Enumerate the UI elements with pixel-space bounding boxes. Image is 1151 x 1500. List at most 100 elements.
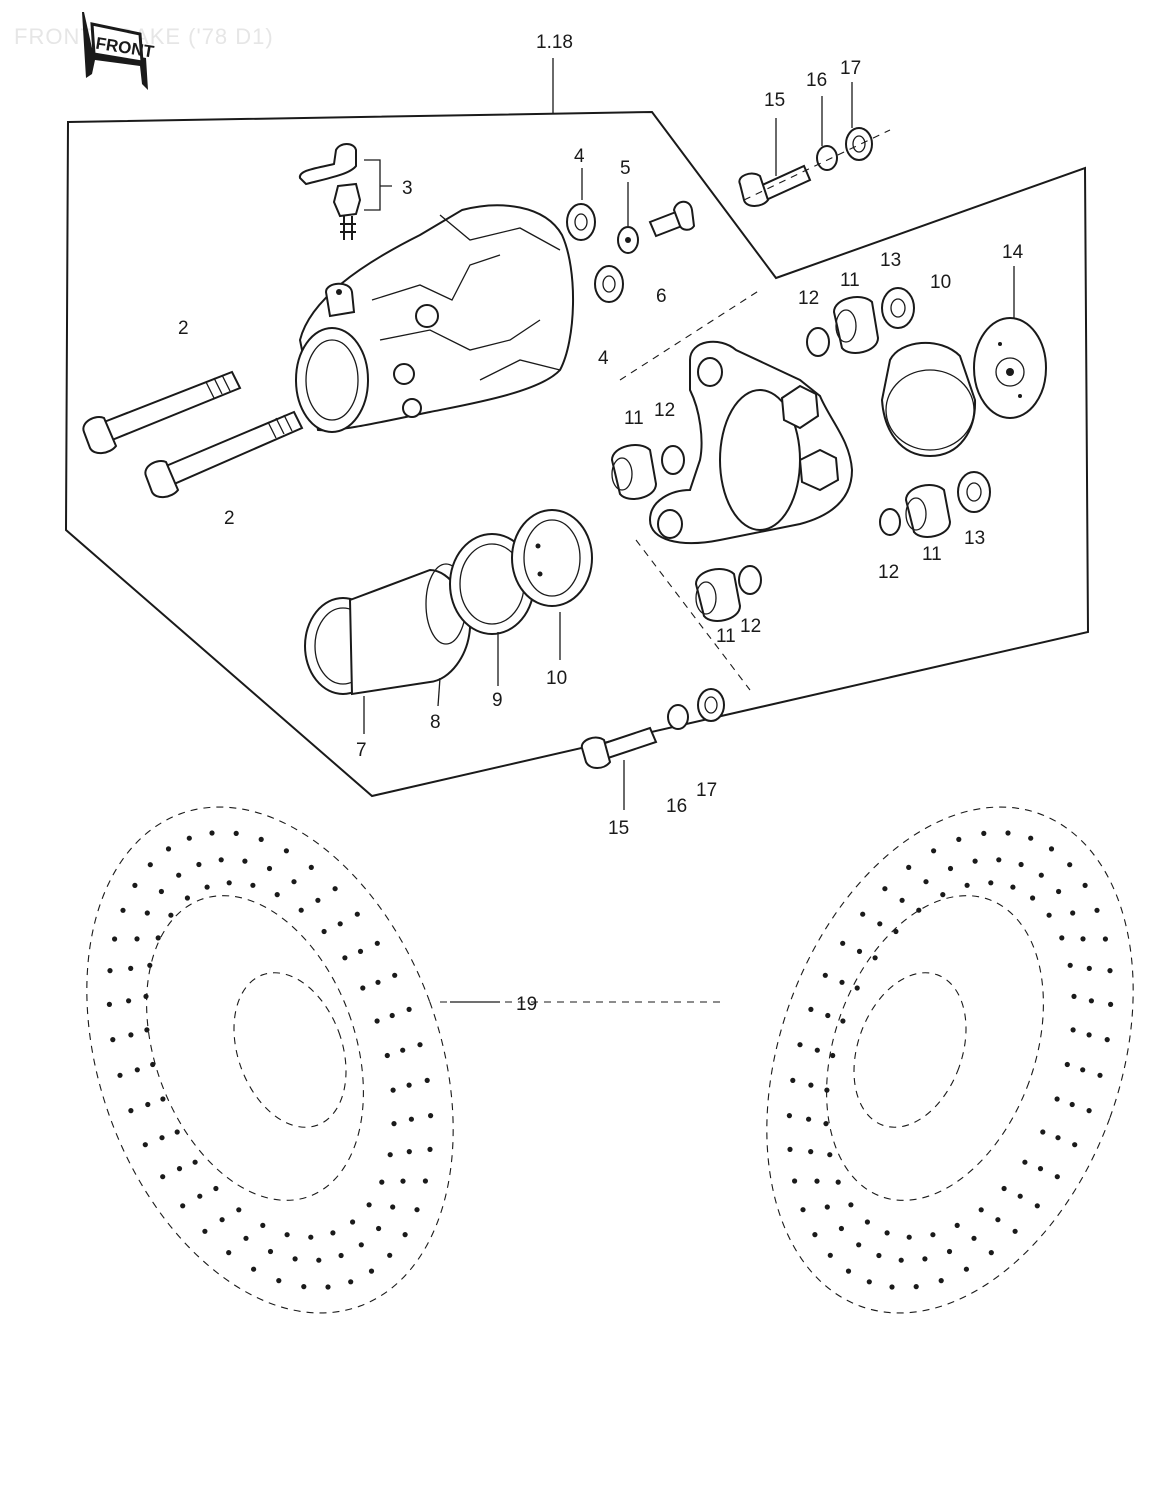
drilled-hole (176, 872, 182, 878)
caliper-body (295, 204, 574, 433)
drilled-hole (1102, 936, 1108, 942)
front-direction-flag-icon: FRONT (82, 12, 156, 90)
drilled-hole (402, 1232, 408, 1238)
callout-15-upper: 15 (764, 90, 785, 111)
drilled-hole (406, 1149, 412, 1155)
drilled-hole (1012, 1228, 1018, 1234)
drilled-hole (196, 861, 202, 868)
callout-12-right: 12 (878, 562, 899, 583)
drilled-hole (165, 846, 172, 852)
drilled-hole (144, 910, 150, 916)
drilled-hole (126, 998, 132, 1004)
drilled-hole (916, 907, 922, 913)
callout-11-left: 11 (624, 408, 644, 429)
drilled-hole (390, 1087, 396, 1093)
callout-3: 3 (402, 178, 413, 199)
drilled-hole (348, 1279, 354, 1285)
callout-1-18: 1.18 (536, 32, 573, 53)
drilled-hole (1086, 1108, 1092, 1114)
drilled-hole (283, 848, 289, 854)
drilled-hole (158, 888, 164, 895)
drilled-hole (258, 836, 264, 843)
bleeder-valve-assembly (298, 143, 392, 240)
drilled-hole (981, 830, 987, 837)
drilled-hole (840, 940, 846, 946)
drilled-hole (1010, 884, 1016, 890)
drilled-hole (1108, 1001, 1114, 1008)
drilled-hole (848, 1202, 854, 1208)
drilled-hole (797, 1042, 803, 1048)
drilled-hole (390, 1204, 396, 1210)
callout-2-upper: 2 (178, 318, 189, 339)
pin-nuts-and-washers (566, 200, 696, 303)
drilled-hole (120, 907, 126, 913)
drilled-hole (242, 858, 248, 864)
drilled-hole (260, 1222, 266, 1228)
drilled-hole (330, 1230, 336, 1236)
drilled-hole (822, 972, 828, 978)
drilled-hole (824, 1087, 830, 1093)
drilled-hole (893, 928, 899, 935)
callout-10-upper: 10 (930, 272, 951, 293)
drilled-hole (922, 1256, 928, 1262)
drilled-hole (996, 857, 1002, 863)
drilled-hole (1055, 1135, 1061, 1141)
drilled-hole (889, 1284, 895, 1290)
drilled-hole (1056, 888, 1062, 895)
drilled-hole (790, 1077, 796, 1083)
drilled-hole (954, 1222, 960, 1228)
drilled-hole (192, 1159, 198, 1165)
drilled-hole (374, 1018, 380, 1024)
drilled-hole (338, 1252, 344, 1259)
drilled-hole (877, 921, 883, 927)
drilled-hole (316, 1257, 322, 1263)
drilled-hole (226, 1250, 232, 1256)
brake-disc-left (86, 806, 454, 1314)
drilled-hole (876, 1252, 882, 1259)
drilled-hole (827, 1252, 833, 1258)
drilled-hole (251, 1266, 257, 1272)
drilled-hole (184, 895, 190, 901)
caliper-bracket (619, 289, 854, 691)
drilled-hole (825, 1012, 831, 1019)
drilled-hole (243, 1235, 249, 1241)
drilled-hole (866, 1279, 872, 1285)
callout-12-lower: 12 (740, 616, 761, 637)
drilled-hole (860, 911, 866, 917)
drilled-hole (1094, 907, 1100, 913)
drilled-hole (301, 1284, 307, 1290)
drilled-hole (422, 1178, 428, 1184)
drilled-hole (145, 1101, 151, 1108)
drilled-hole (128, 1032, 134, 1038)
drilled-hole (360, 985, 366, 991)
drilled-hole (128, 965, 134, 972)
drilled-hole (147, 862, 153, 868)
drilled-hole (147, 962, 153, 968)
drilled-hole (142, 1142, 148, 1148)
drilled-hole (350, 1219, 356, 1225)
drilled-hole (1064, 1061, 1070, 1068)
drilled-hole (276, 1278, 282, 1284)
drilled-hole (1054, 1096, 1060, 1102)
drilled-hole (226, 880, 232, 886)
drilled-hole (856, 948, 863, 955)
drilled-hole (174, 1129, 180, 1135)
drilled-hole (168, 912, 174, 918)
callout-7: 7 (356, 740, 367, 761)
callout-14: 14 (1002, 242, 1024, 263)
drilled-hole (389, 1012, 395, 1019)
drilled-hole (176, 1166, 183, 1172)
drilled-hole (384, 1052, 390, 1059)
drilled-hole (1104, 1037, 1110, 1043)
brake-disc-right (766, 806, 1134, 1314)
callout-11-right: 11 (922, 544, 942, 565)
drilled-hole (1054, 1174, 1060, 1180)
drilled-hole (337, 921, 343, 927)
drilled-hole (814, 1047, 820, 1053)
drilled-hole (786, 1113, 793, 1119)
callout-10-lower: 10 (546, 668, 567, 689)
drilled-hole (906, 1234, 912, 1240)
drilled-hole (292, 1256, 298, 1262)
top-bracket-bolt-set (738, 127, 891, 207)
